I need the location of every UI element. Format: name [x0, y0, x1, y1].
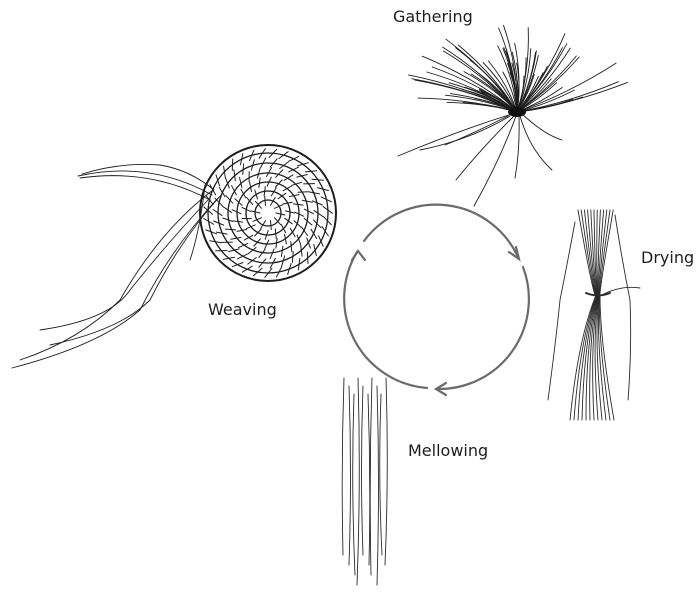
- basket-stitch: [304, 209, 313, 214]
- basket-stitch: [322, 226, 328, 236]
- basket-stitch: [223, 218, 233, 221]
- label-gathering: Gathering: [393, 7, 473, 26]
- basket-stitch: [297, 163, 308, 166]
- bundled-grass-illustration: [548, 210, 640, 420]
- bundle-strand: [548, 222, 575, 400]
- mellow-strand: [342, 378, 344, 555]
- basket-stitch: [305, 171, 317, 172]
- basket-stitch: [255, 229, 261, 236]
- basket-stitch: [312, 179, 324, 180]
- mellow-strand: [353, 394, 355, 575]
- tuft-drooping-blade: [515, 116, 519, 178]
- cycle-arrowhead-left: [352, 251, 365, 260]
- basket-stitch: [257, 168, 260, 178]
- basket-stitch: [276, 238, 277, 248]
- basket-stitch: [271, 221, 272, 230]
- basket-stitch: [259, 178, 260, 188]
- mellow-strand: [362, 386, 364, 555]
- coiled-basket-illustration: [12, 145, 336, 368]
- cycle-ring: [344, 205, 529, 395]
- mellow-strand: [377, 386, 379, 585]
- basket-stitch: [285, 218, 293, 224]
- basket-stitch: [233, 221, 243, 222]
- basket-stitch: [243, 164, 244, 175]
- basket-stitch: [259, 249, 265, 257]
- label-mellowing: Mellowing: [408, 441, 488, 460]
- tuft-drooping-blade: [445, 116, 508, 145]
- tuft-base: [508, 107, 526, 117]
- bundle-strand: [578, 210, 596, 420]
- basket-stitch: [292, 252, 293, 263]
- basket-stitch: [242, 266, 252, 272]
- basket-stitch: [281, 246, 283, 256]
- grass-tuft-illustration: [398, 25, 628, 206]
- tuft-drooping-blade: [420, 116, 510, 150]
- mellow-strand: [349, 386, 351, 565]
- basket-stitch: [267, 168, 272, 177]
- basket-stitch: [247, 225, 256, 229]
- cycle-arc-left: [344, 252, 427, 388]
- label-drying: Drying: [641, 248, 694, 267]
- basket-stitch: [291, 242, 292, 252]
- mellow-strand: [380, 394, 382, 555]
- basket-stitch: [265, 196, 266, 205]
- basket-stitch: [298, 192, 308, 193]
- basket-stitch: [264, 187, 265, 196]
- basket-stitch: [275, 229, 276, 238]
- mellow-strand: [370, 378, 372, 575]
- mellow-strand: [385, 378, 387, 565]
- basket-stitch: [223, 207, 232, 213]
- basket-stitch: [302, 200, 312, 202]
- basket-stitch: [270, 249, 274, 258]
- basket-stitch: [226, 229, 236, 230]
- basket-coil: [218, 163, 318, 263]
- basket-stitch: [307, 252, 308, 264]
- tuft-drooping-blade: [456, 116, 514, 180]
- label-weaving: Weaving: [208, 300, 277, 319]
- cycle-arc-top: [364, 205, 518, 257]
- grass-strands-illustration: [342, 378, 387, 585]
- basket-stitch: [279, 152, 288, 159]
- tuft-drooping-blade: [520, 116, 552, 170]
- basket-stitch: [234, 170, 235, 181]
- basket-stitch: [293, 204, 303, 205]
- mellow-strand: [357, 378, 359, 585]
- basket-rim: [200, 145, 336, 281]
- mellow-strand: [368, 394, 370, 565]
- basket-stitch: [216, 175, 220, 186]
- cycle-arc-right: [437, 267, 529, 389]
- trailing-grass-strands: [12, 164, 222, 368]
- bundle-strand: [615, 215, 631, 400]
- basket-stitch: [301, 245, 302, 256]
- basket-stitch: [281, 225, 286, 233]
